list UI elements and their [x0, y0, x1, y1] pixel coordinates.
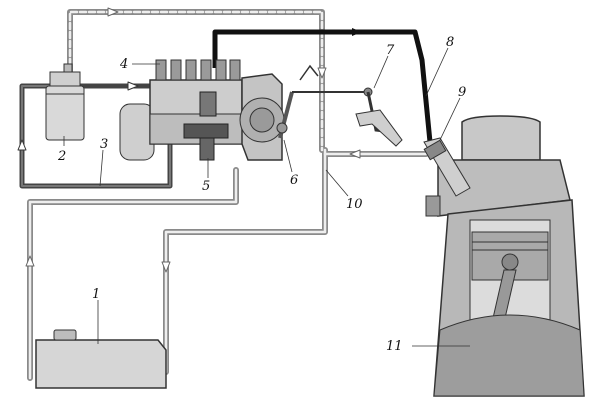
label-4: 4 — [119, 57, 128, 72]
control-linkage — [276, 64, 403, 147]
label-9: 9 — [458, 85, 466, 100]
label-3: 3 — [100, 137, 108, 152]
label-7: 7 — [386, 43, 395, 58]
fuel-return-lines — [25, 7, 429, 381]
fuel-tank — [35, 329, 167, 389]
label-5: 5 — [202, 179, 210, 194]
label-1: 1 — [92, 287, 100, 302]
label-2: 2 — [57, 149, 66, 164]
label-8: 8 — [446, 35, 454, 50]
injector — [423, 137, 471, 197]
high-pressure-line — [212, 28, 433, 143]
callout-labels: 1 2 3 4 5 6 7 8 9 10 11 — [57, 35, 466, 354]
label-11: 11 — [386, 339, 403, 354]
label-10: 10 — [346, 197, 363, 212]
engine — [425, 115, 585, 397]
feed-pump — [183, 91, 229, 161]
label-6: 6 — [290, 173, 298, 188]
leader-lines — [63, 47, 470, 347]
fuel-filter — [45, 63, 85, 141]
